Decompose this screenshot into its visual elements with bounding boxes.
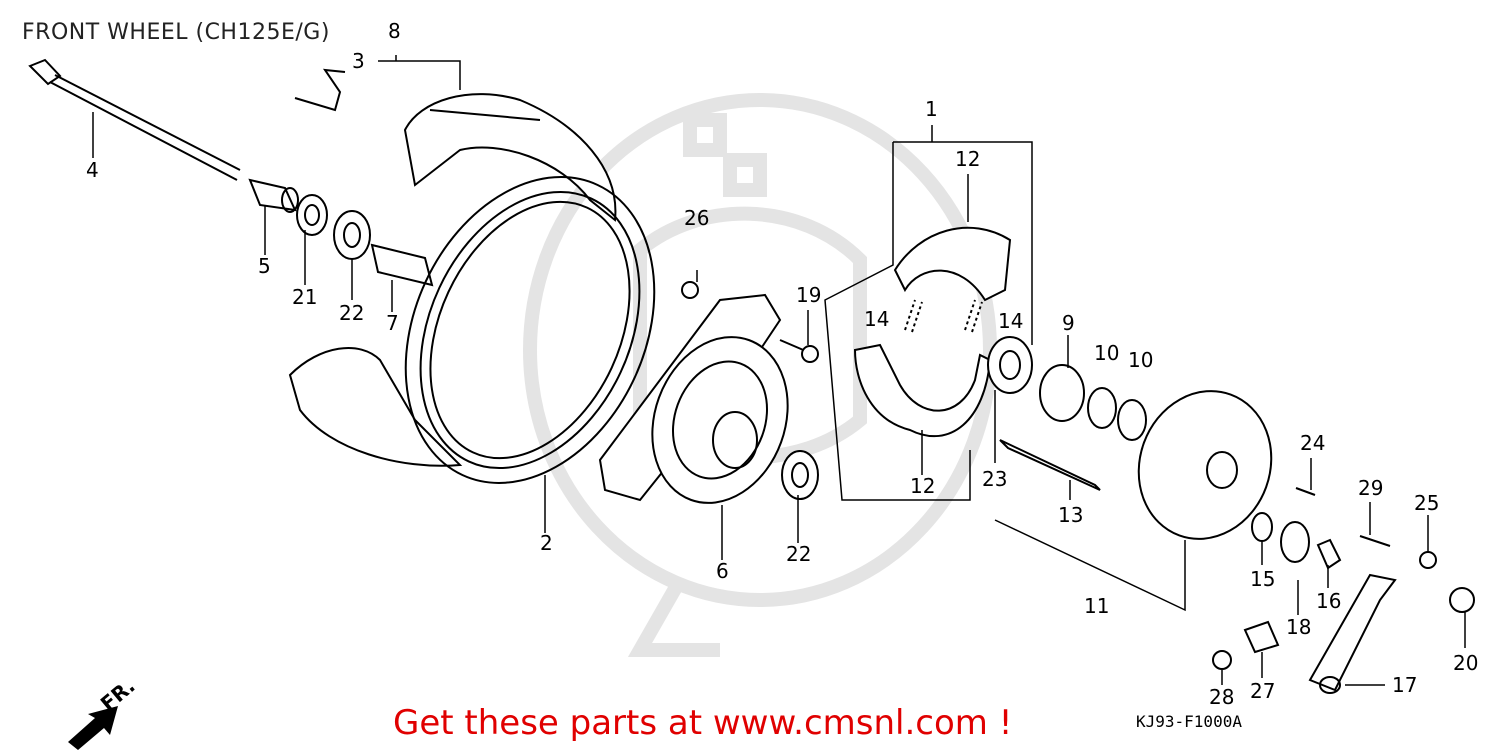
callout-27: 27 xyxy=(1250,679,1275,703)
callout-23: 23 xyxy=(982,467,1007,491)
callout-19: 19 xyxy=(796,283,821,307)
callout-13: 13 xyxy=(1058,503,1083,527)
bolt-part xyxy=(779,339,819,363)
front-direction-arrow: FR. xyxy=(68,674,140,750)
bearing-part xyxy=(333,210,371,260)
diagram-code: KJ93-F1000A xyxy=(1136,712,1242,731)
callout-6: 6 xyxy=(716,559,729,583)
callout-18: 18 xyxy=(1286,615,1311,639)
callout-25: 25 xyxy=(1414,491,1439,515)
brake-shoe-part xyxy=(893,226,1012,302)
valve-part xyxy=(294,68,346,112)
callout-12b: 12 xyxy=(910,474,935,498)
brake-panel-part xyxy=(1137,390,1273,540)
gear-part xyxy=(1039,364,1085,422)
rim-part xyxy=(404,176,656,484)
callout-8: 8 xyxy=(388,19,401,43)
direction-label: FR. xyxy=(96,674,140,716)
callout-28: 28 xyxy=(1209,685,1234,709)
callout-16: 16 xyxy=(1316,589,1341,613)
nut-part xyxy=(681,281,699,299)
callout-22b: 22 xyxy=(786,542,811,566)
spacer-part xyxy=(370,243,434,287)
callout-22a: 22 xyxy=(339,301,364,325)
axle-part xyxy=(28,58,241,181)
callout-5: 5 xyxy=(258,254,271,278)
callout-14b: 14 xyxy=(998,309,1023,333)
callout-26: 26 xyxy=(684,206,709,230)
callout-15: 15 xyxy=(1250,567,1275,591)
callout-17: 17 xyxy=(1392,673,1417,697)
callout-24: 24 xyxy=(1300,431,1325,455)
tire-part xyxy=(403,93,617,222)
callout-14a: 14 xyxy=(864,307,889,331)
callout-labels: 1 2 3 4 5 6 7 8 9 10 10 11 12 12 13 14 1… xyxy=(86,19,1478,709)
hub-part xyxy=(598,293,789,504)
callout-3: 3 xyxy=(352,49,365,73)
callout-9: 9 xyxy=(1062,311,1075,335)
callout-10b: 10 xyxy=(1128,348,1153,372)
callout-1: 1 xyxy=(925,97,938,121)
oil-seal-part xyxy=(296,194,328,236)
diagram-title: FRONT WHEEL (CH125E/G) xyxy=(22,20,330,45)
callout-7: 7 xyxy=(386,311,399,335)
callout-11: 11 xyxy=(1084,594,1109,618)
callout-21: 21 xyxy=(292,285,317,309)
collar-part xyxy=(248,178,299,213)
callout-29: 29 xyxy=(1358,476,1383,500)
callout-20: 20 xyxy=(1453,651,1478,675)
callout-4: 4 xyxy=(86,158,99,182)
leader-lines xyxy=(92,55,1466,686)
callout-10a: 10 xyxy=(1094,341,1119,365)
callout-12a: 12 xyxy=(955,147,980,171)
promo-text[interactable]: Get these parts at www.cmsnl.com ! xyxy=(393,703,1013,743)
callout-2: 2 xyxy=(540,531,553,555)
